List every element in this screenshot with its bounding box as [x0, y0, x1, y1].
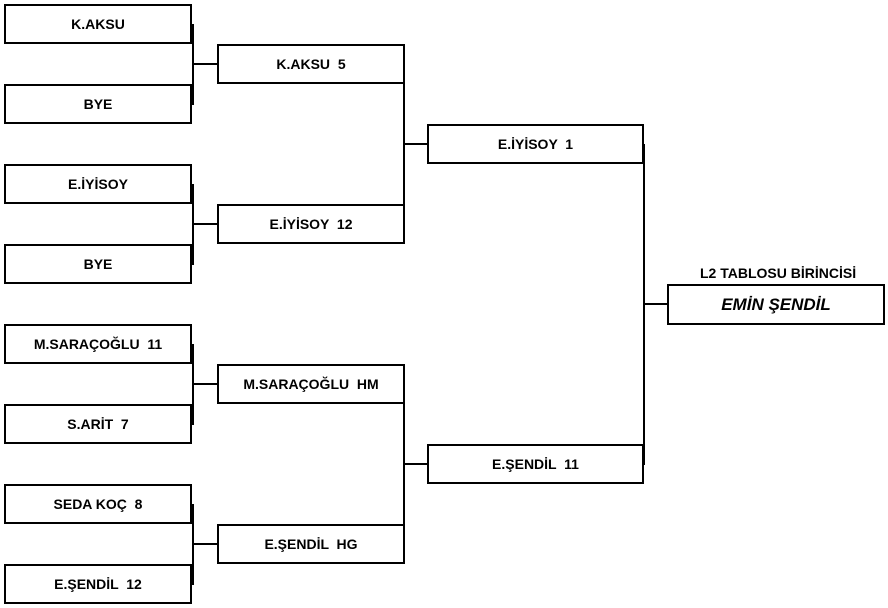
round2-slot-2: E.İYİSOY 12 [217, 204, 405, 244]
round1-slot-5: M.SARAÇOĞLU 11 [4, 324, 192, 364]
round2-slot-1-label: K.AKSU 5 [276, 56, 346, 72]
round2-slot-1: K.AKSU 5 [217, 44, 405, 84]
connector-r2-b-horizontal [403, 463, 428, 465]
winner-title: L2 TABLOSU BİRİNCİSİ [700, 265, 857, 281]
round1-slot-6-label: S.ARİT 7 [67, 416, 129, 432]
round2-slot-3: M.SARAÇOĞLU HM [217, 364, 405, 404]
round2-slot-4-label: E.ŞENDİL HG [264, 536, 358, 552]
round1-slot-1-label: K.AKSU [71, 16, 125, 32]
round1-slot-8-label: E.ŞENDİL 12 [54, 576, 142, 592]
round1-slot-7: SEDA KOÇ 8 [4, 484, 192, 524]
round1-slot-2-label: BYE [83, 96, 113, 112]
round1-slot-8: E.ŞENDİL 12 [4, 564, 192, 604]
winner-name: EMİN ŞENDİL [721, 294, 831, 314]
connector-r2-a-horizontal [403, 143, 428, 145]
winner-box: EMİN ŞENDİL [667, 284, 885, 325]
round1-slot-1: K.AKSU [4, 4, 192, 44]
round2-slot-3-label: M.SARAÇOĞLU HM [243, 376, 379, 392]
round2-slot-4: E.ŞENDİL HG [217, 524, 405, 564]
round1-slot-7-label: SEDA KOÇ 8 [53, 496, 143, 512]
semifinal-slot-1: E.İYİSOY 1 [427, 124, 644, 164]
connector-r1-b-horizontal [192, 223, 217, 225]
semifinal-slot-1-label: E.İYİSOY 1 [497, 136, 574, 152]
round1-slot-5-label: M.SARAÇOĞLU 11 [33, 336, 163, 352]
connector-r1-a-horizontal [192, 63, 217, 65]
round2-slot-2-label: E.İYİSOY 12 [269, 216, 353, 232]
round1-slot-4-label: BYE [83, 256, 113, 272]
connector-r1-c-horizontal [192, 383, 217, 385]
round1-slot-6: S.ARİT 7 [4, 404, 192, 444]
round1-slot-3: E.İYİSOY [4, 164, 192, 204]
connector-r1-d-horizontal [192, 543, 217, 545]
connector-final-horizontal [643, 303, 668, 305]
round1-slot-3-label: E.İYİSOY [68, 176, 128, 192]
round1-slot-2: BYE [4, 84, 192, 124]
semifinal-slot-2-label: E.ŞENDİL 11 [492, 456, 579, 472]
semifinal-slot-2: E.ŞENDİL 11 [427, 444, 644, 484]
round1-slot-4: BYE [4, 244, 192, 284]
